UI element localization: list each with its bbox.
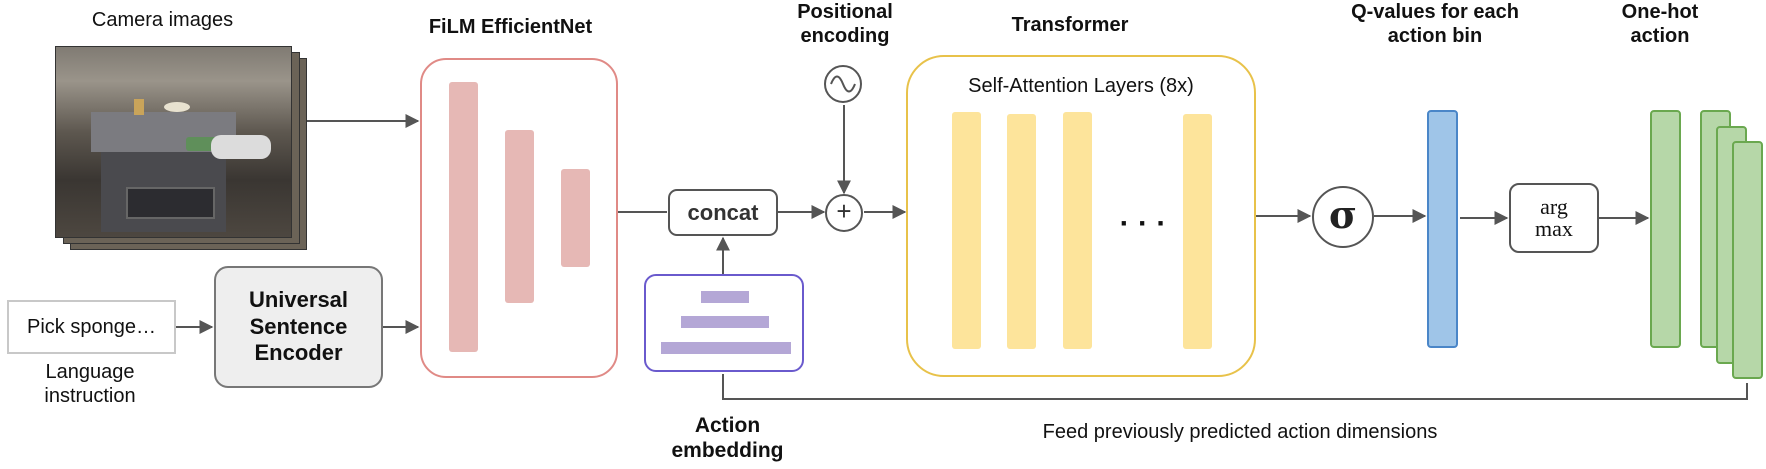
table-drawer	[126, 187, 215, 219]
attention-bar-4	[1183, 114, 1212, 349]
can	[134, 99, 144, 115]
bowl	[164, 102, 190, 112]
concat-block: concat	[668, 189, 778, 236]
universal-sentence-encoder: Universal Sentence Encoder	[214, 266, 383, 388]
film-bar-2	[505, 130, 534, 303]
action-embedding-label: Action embedding	[671, 414, 784, 463]
argmax-line1: arg	[1540, 194, 1568, 219]
instruction-input: Pick sponge…	[7, 300, 176, 354]
positional-encoding-title: Positional encoding	[797, 1, 893, 47]
attention-bar-3	[1063, 112, 1092, 349]
sigma-icon: σ	[1328, 191, 1358, 237]
action-bar-1	[701, 291, 749, 303]
sponge	[186, 137, 218, 151]
one-hot-bar-stack-3	[1732, 141, 1763, 379]
language-instruction-label: Language instruction	[44, 361, 136, 407]
sigmoid-node: σ	[1312, 186, 1374, 248]
feedback-label: Feed previously predicted action dimensi…	[1042, 421, 1438, 443]
encoder-label: Universal Sentence Encoder	[248, 287, 349, 366]
feedback-line	[722, 374, 1748, 400]
attention-bar-2	[1007, 114, 1036, 349]
robot-arm	[211, 135, 271, 159]
film-efficientnet-block	[420, 58, 618, 378]
argmax-line2: max	[1535, 216, 1573, 241]
plus-node: +	[825, 194, 863, 232]
instruction-text: Pick sponge…	[27, 315, 156, 338]
concat-label: concat	[687, 199, 759, 225]
film-bar-1	[449, 82, 478, 352]
attention-ellipsis: · · ·	[1119, 207, 1167, 240]
transformer-title: Transformer	[1011, 14, 1129, 36]
camera-image-front	[55, 46, 292, 238]
action-embedding-block	[644, 274, 804, 372]
argmax-block: arg max	[1509, 183, 1599, 253]
action-bar-3	[661, 342, 791, 354]
q-values-title: Q-values for each action bin	[1351, 1, 1519, 47]
attention-bar-1	[952, 112, 981, 349]
film-efficientnet-title: FiLM EfficientNet	[428, 16, 593, 38]
action-bar-2	[681, 316, 769, 328]
self-attention-label: Self-Attention Layers (8x)	[968, 75, 1194, 97]
camera-images-label: Camera images	[91, 9, 234, 31]
transformer-block: Self-Attention Layers (8x) · · ·	[906, 55, 1256, 377]
one-hot-bar-single	[1650, 110, 1681, 348]
plus-icon: +	[836, 196, 852, 226]
film-bar-3	[561, 169, 590, 267]
one-hot-title: One-hot action	[1621, 1, 1699, 47]
sine-wave-icon	[823, 64, 863, 104]
q-values-bar	[1427, 110, 1458, 348]
